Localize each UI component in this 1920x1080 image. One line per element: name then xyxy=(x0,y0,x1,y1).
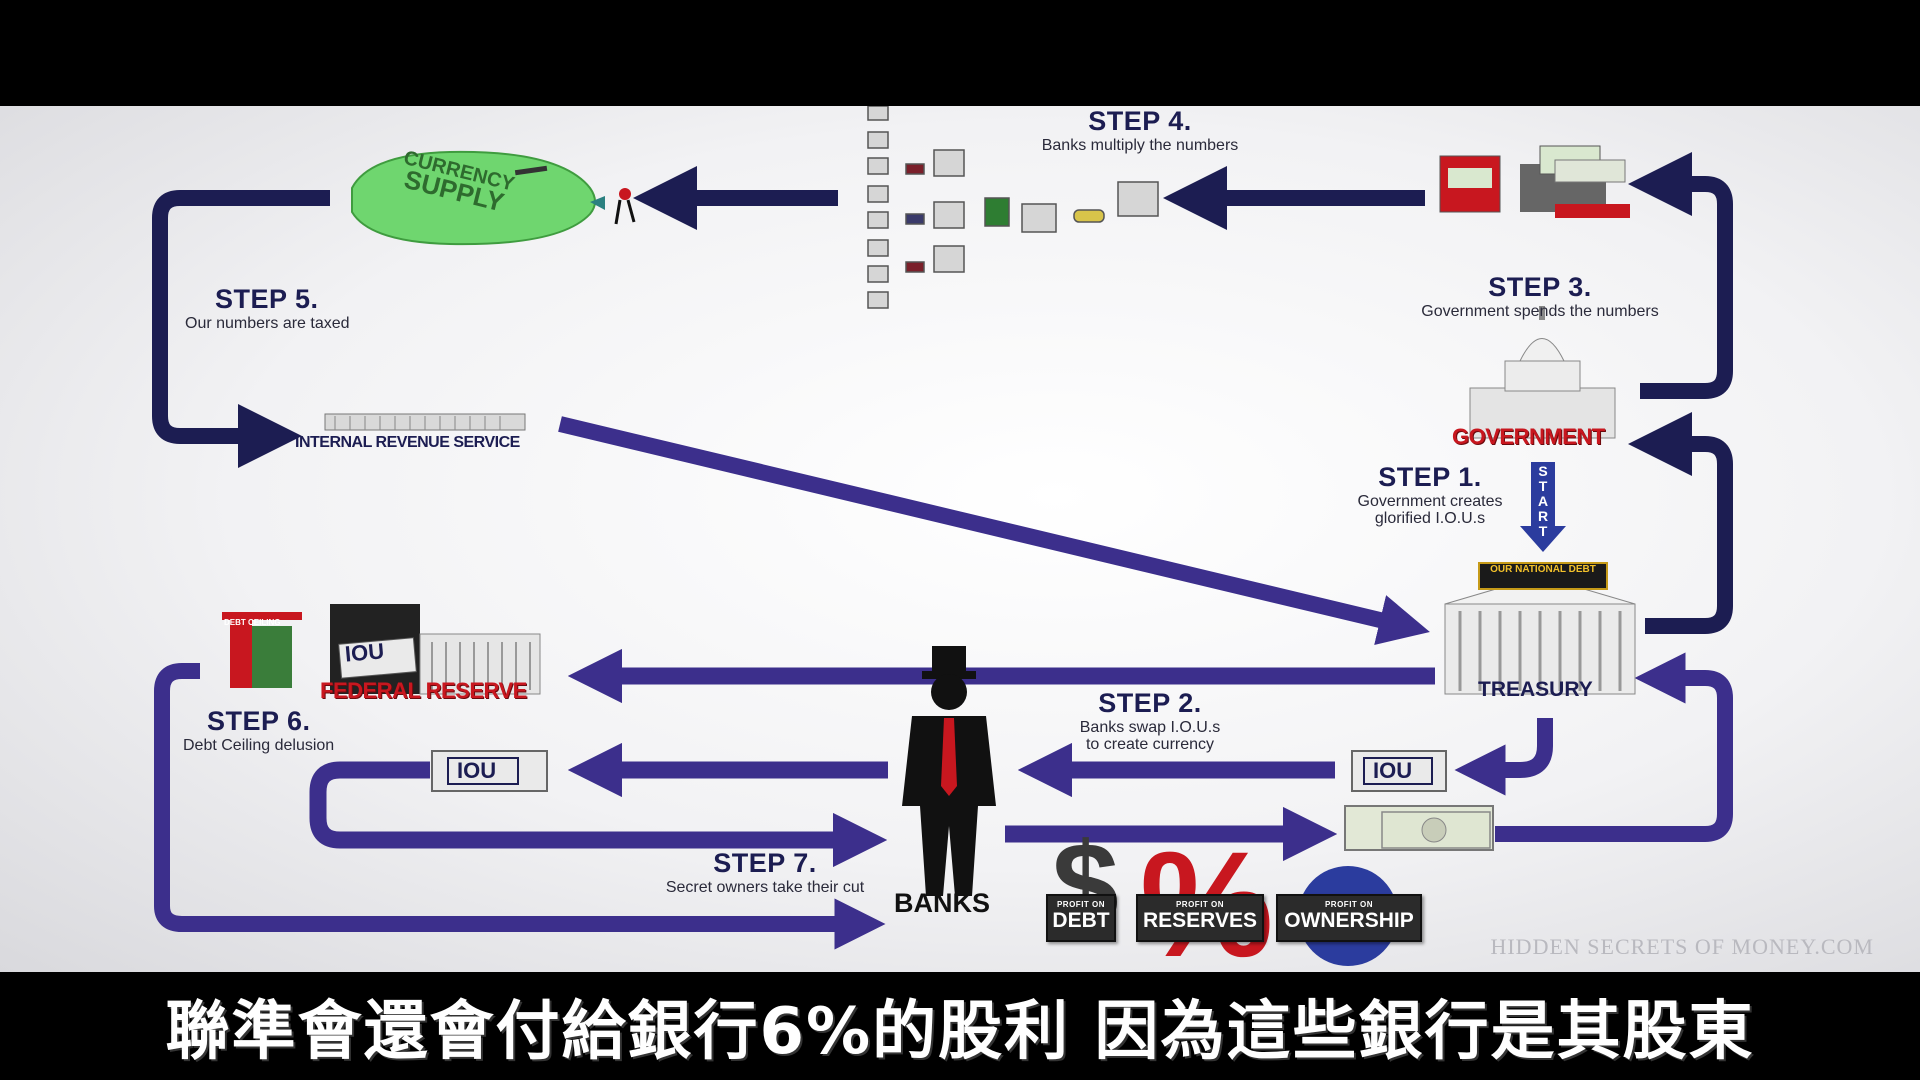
loop-arrow-step5 xyxy=(152,190,330,468)
loop-arrow-iou-return xyxy=(309,761,888,868)
profit-reserves-small: PROFIT ON xyxy=(1175,900,1225,909)
step3-title: STEP 3. xyxy=(1488,272,1592,302)
step1-text: STEP 1. Government creates glorified I.O… xyxy=(1340,462,1520,527)
profit-reserves-badge: PROFIT ON RESERVES xyxy=(1136,894,1264,942)
step2-title: STEP 2. xyxy=(1098,688,1202,718)
profit-ownership-small: PROFIT ON xyxy=(1324,900,1374,909)
government-building xyxy=(1469,306,1616,439)
treasury-label: TREASURY xyxy=(1478,678,1593,701)
banker-figure xyxy=(902,646,996,896)
step1-desc-1: Government creates xyxy=(1357,493,1503,510)
start-letter-t: T xyxy=(1538,478,1548,494)
step4-desc: Banks multiply the numbers xyxy=(1041,137,1239,154)
subtitle-text: 聯準會還會付給銀行6%的股利 因為這些銀行是其股東 xyxy=(165,995,1755,1069)
treasury-building xyxy=(1444,575,1636,695)
step1-desc-2: glorified I.O.U.s xyxy=(1374,510,1486,527)
debt-ceiling-label: DEBT CEILING xyxy=(224,618,281,627)
start-letter-s: S xyxy=(1538,463,1548,479)
loop-arrow-step3 xyxy=(1628,152,1733,399)
arrow-irs-to-treasury xyxy=(558,416,1430,645)
step1-title: STEP 1. xyxy=(1378,462,1482,492)
federal-reserve-label: FEDERAL RESERVE xyxy=(320,678,527,703)
step6-desc: Debt Ceiling delusion xyxy=(183,737,335,754)
start-label: S T A R T xyxy=(1533,464,1553,539)
watermark: HIDDEN SECRETS OF MONEY.COM xyxy=(1490,934,1874,959)
step2-desc-1: Banks swap I.O.U.s xyxy=(1079,719,1221,736)
spending-illustration xyxy=(1439,145,1630,218)
national-debt-label: OUR NATIONAL DEBT xyxy=(1490,564,1596,575)
national-debt-counter: OUR NATIONAL DEBT xyxy=(1478,562,1608,590)
profit-reserves-big: RESERVES xyxy=(1143,909,1257,932)
step4-text: STEP 4. Banks multiply the numbers xyxy=(1030,106,1250,155)
federal-reserve-building xyxy=(222,604,541,695)
profit-debt-badge: PROFIT ON DEBT xyxy=(1046,894,1116,942)
step2-text: STEP 2. Banks swap I.O.U.s to create cur… xyxy=(1040,688,1260,753)
start-letter-a: A xyxy=(1537,493,1549,509)
step5-title: STEP 5. xyxy=(215,284,319,314)
fed-iou-label: IOU xyxy=(343,638,386,667)
start-letter-t2: T xyxy=(1538,523,1548,539)
cash-stack xyxy=(1344,805,1494,851)
loop-arrow-step7 xyxy=(154,663,886,950)
iou-note-right xyxy=(1351,750,1447,792)
banks-label: BANKS xyxy=(894,888,991,918)
iou-note-left xyxy=(431,750,548,792)
step5-text: STEP 5. Our numbers are taxed xyxy=(185,284,350,333)
government-label: GOVERNMENT xyxy=(1452,424,1605,449)
step7-desc: Secret owners take their cut xyxy=(665,879,865,896)
profit-ownership-badge: PROFIT ON OWNERSHIP xyxy=(1276,894,1422,942)
arrow-treasury-to-iou xyxy=(1454,718,1553,796)
step3-desc: Government spends the numbers xyxy=(1421,303,1659,320)
right-iou-label: IOU xyxy=(1373,758,1413,783)
step7-title: STEP 7. xyxy=(713,848,817,878)
step3-text: STEP 3. Government spends the numbers xyxy=(1400,272,1680,321)
profit-debt-big: DEBT xyxy=(1052,909,1110,932)
irs-label: INTERNAL REVENUE SERVICE xyxy=(295,434,520,451)
irs-building xyxy=(324,413,526,431)
diagram-stage: $ % STEP 4. Banks multiply the numbers S… xyxy=(0,106,1920,972)
loop-arrow-cash-to-treasury xyxy=(1495,652,1733,842)
step6-text: STEP 6. Debt Ceiling delusion xyxy=(183,706,334,755)
start-letter-r: R xyxy=(1537,508,1549,524)
step6-title: STEP 6. xyxy=(207,706,311,736)
bank-buildings-cluster xyxy=(867,106,1159,309)
step7-text: STEP 7. Secret owners take their cut xyxy=(640,848,890,897)
loop-arrow-step1 xyxy=(1628,412,1733,634)
subtitle-bar: 聯準會還會付給銀行6%的股利 因為這些銀行是其股東 xyxy=(0,972,1920,1080)
profit-debt-small: PROFIT ON xyxy=(1056,900,1106,909)
left-iou-label: IOU xyxy=(457,758,497,783)
step5-desc: Our numbers are taxed xyxy=(185,315,350,332)
start-arrow xyxy=(1520,462,1566,552)
step2-desc-2: to create currency xyxy=(1085,736,1215,753)
currency-supply-balloon xyxy=(351,150,636,246)
flow-arrows: $ % xyxy=(152,106,1733,972)
profit-ownership-big: OWNERSHIP xyxy=(1284,909,1414,932)
step4-title: STEP 4. xyxy=(1088,106,1192,136)
